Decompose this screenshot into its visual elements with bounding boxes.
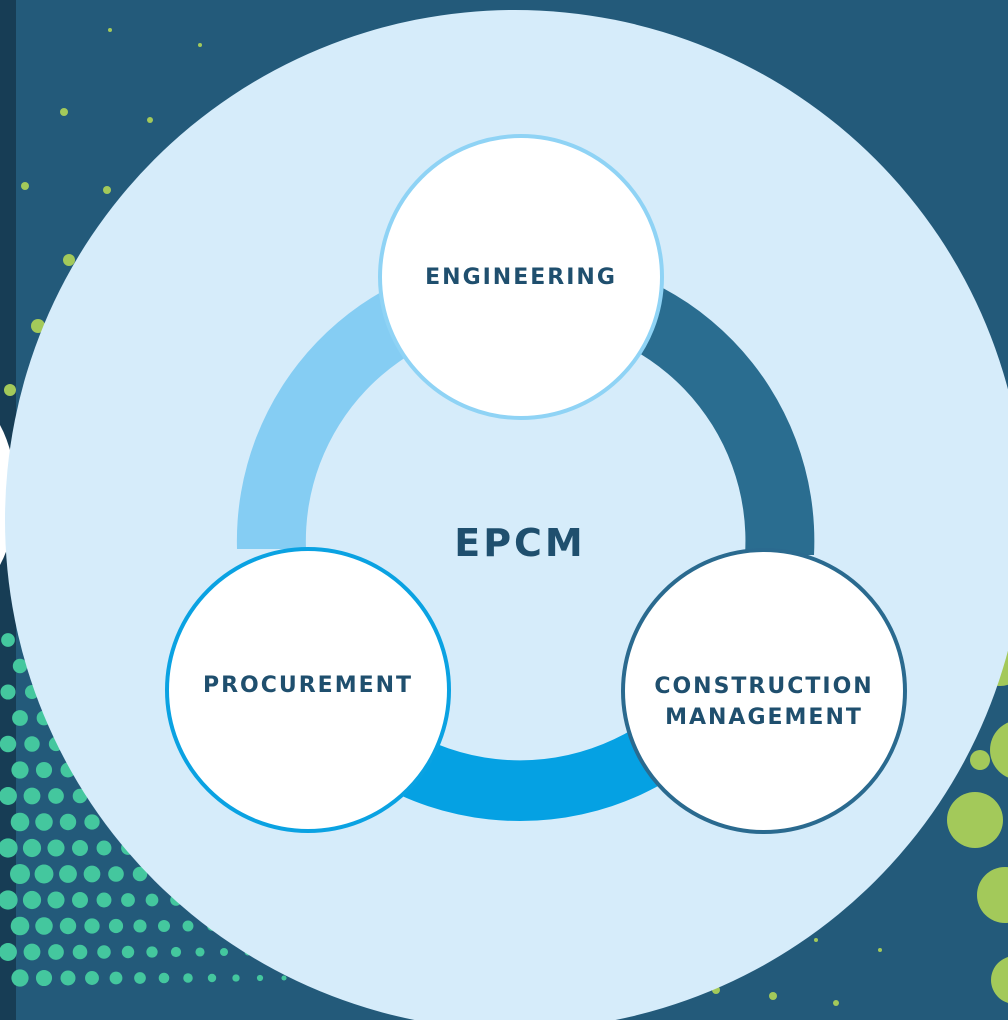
procurement-label: PROCUREMENT — [202, 673, 414, 698]
decorative-dot — [121, 945, 135, 959]
decorative-dot — [10, 864, 30, 884]
decorative-dot — [991, 957, 1008, 1003]
decorative-dot — [134, 972, 146, 984]
decorative-dot — [59, 813, 77, 831]
decorative-dot — [220, 948, 228, 956]
decorative-dot — [195, 947, 205, 957]
decorative-dot — [85, 971, 99, 985]
decorative-dot — [48, 944, 64, 960]
decorative-dot — [22, 838, 42, 858]
decorative-dot — [12, 658, 28, 674]
decorative-dot — [47, 839, 65, 857]
decorative-dot — [11, 969, 29, 987]
decorative-dot — [47, 891, 65, 909]
decorative-dot — [814, 938, 818, 942]
decorative-dot — [145, 893, 159, 907]
decorative-dot — [833, 1000, 839, 1006]
decorative-dot — [10, 916, 30, 936]
decorative-dot — [84, 814, 100, 830]
decorative-dot — [103, 186, 111, 194]
decorative-dot — [109, 971, 123, 985]
decorative-dot — [10, 812, 30, 832]
decorative-dot — [108, 28, 112, 32]
decorative-dot — [4, 384, 16, 396]
engineering-node — [378, 134, 664, 420]
decorative-dot — [158, 972, 170, 984]
engineering-label: ENGINEERING — [425, 265, 617, 290]
decorative-dot — [22, 890, 42, 910]
decorative-dot — [183, 973, 193, 983]
decorative-dot — [146, 946, 158, 958]
decorative-dot — [132, 866, 148, 882]
decorative-dot — [21, 182, 29, 190]
decorative-dot — [769, 992, 777, 1000]
decorative-dot — [97, 945, 111, 959]
decorative-dot — [281, 975, 287, 981]
decorative-dot — [1, 633, 15, 647]
decorative-dot — [0, 890, 18, 910]
decorative-dot — [0, 684, 16, 700]
decorative-dot — [23, 787, 41, 805]
decorative-dot — [60, 108, 68, 116]
decorative-dot — [23, 943, 41, 961]
decorative-dot — [84, 918, 100, 934]
decorative-dot — [96, 840, 112, 856]
decorative-dot — [256, 974, 264, 982]
decorative-dot — [35, 969, 53, 987]
decorative-dot — [198, 43, 202, 47]
decorative-dot — [878, 948, 882, 952]
decorative-dot — [108, 918, 124, 934]
decorative-dot — [35, 761, 53, 779]
decorative-dot — [121, 893, 135, 907]
decorative-dot — [11, 761, 29, 779]
decorative-dot — [170, 946, 182, 958]
decorative-dot — [63, 254, 75, 266]
decorative-dot — [158, 920, 170, 932]
decorative-dot — [990, 722, 1008, 778]
decorative-dot — [34, 864, 54, 884]
decorative-dot — [96, 892, 112, 908]
decorative-dot — [232, 974, 240, 982]
decorative-dot — [60, 970, 76, 986]
construction-label-line1: CONSTRUCTION — [654, 674, 874, 699]
construction-label-line2: MANAGEMENT — [665, 705, 863, 730]
decorative-dot — [72, 840, 88, 856]
decorative-dot — [12, 710, 28, 726]
decorative-dot — [0, 838, 18, 858]
decorative-dot — [48, 788, 64, 804]
decorative-dot — [977, 867, 1008, 923]
decorative-dot — [72, 944, 88, 960]
decorative-dot — [59, 865, 77, 883]
decorative-dot — [59, 917, 77, 935]
procurement-node — [165, 547, 451, 833]
decorative-dot — [0, 787, 17, 805]
decorative-dot — [133, 919, 147, 933]
construction-management-node — [621, 548, 907, 834]
decorative-dot — [35, 813, 53, 831]
decorative-dot — [72, 788, 88, 804]
decorative-dot — [0, 943, 17, 961]
decorative-dot — [147, 117, 153, 123]
decorative-dot — [970, 750, 990, 770]
decorative-dot — [83, 865, 101, 883]
decorative-dot — [31, 319, 45, 333]
decorative-dot — [108, 866, 124, 882]
center-label: EPCM — [454, 521, 586, 565]
decorative-dot — [947, 792, 1003, 848]
decorative-dot — [0, 735, 17, 753]
decorative-dot — [35, 917, 53, 935]
decorative-dot — [24, 736, 40, 752]
decorative-dot — [72, 892, 88, 908]
decorative-dot — [182, 920, 194, 932]
decorative-dot — [207, 973, 217, 983]
